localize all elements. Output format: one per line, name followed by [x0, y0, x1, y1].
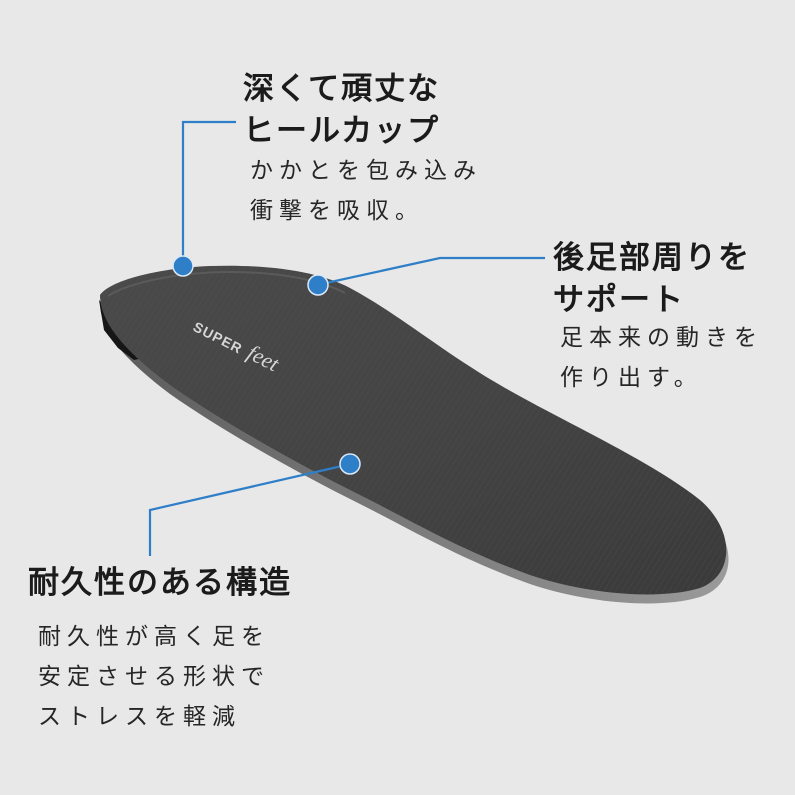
callout-heel-cup-title: 深くて頑丈な ヒールカップ — [243, 68, 440, 152]
callout-rearfoot-title: 後足部周りを サポート — [553, 237, 751, 321]
marker-dot-rearfoot — [307, 274, 329, 296]
callout-rearfoot-title-line: 後足部周りを — [553, 240, 751, 276]
callout-rearfoot-title-line: サポート — [553, 282, 685, 318]
leader-line-structure — [148, 464, 343, 556]
callout-heel-cup-description: かかとを包み込み 衝撃を吸収。 — [250, 151, 482, 231]
callout-structure-title-line: 耐久性のある構造 — [28, 565, 292, 601]
leader-line-rearfoot — [325, 256, 545, 285]
callout-structure-description: 耐久性が高く足を 安定させる形状で ストレスを軽減 — [38, 617, 270, 737]
callout-heel-cup-title-line: 深くて頑丈な — [243, 71, 441, 107]
callout-structure-title: 耐久性のある構造 — [28, 562, 292, 604]
callout-rearfoot-description-line: 足本来の動きを — [560, 325, 763, 351]
callout-heel-cup-title-line: ヒールカップ — [243, 113, 441, 149]
callout-structure-description-line: 耐久性が高く足を — [38, 624, 270, 650]
callout-heel-cup-description-line: かかとを包み込み — [250, 158, 482, 184]
insole-texture — [100, 265, 727, 595]
callout-rearfoot-description-line: 作り出す。 — [560, 365, 703, 391]
callout-structure-description-line: ストレスを軽減 — [38, 704, 241, 730]
callout-rearfoot-description: 足本来の動きを 作り出す。 — [560, 318, 763, 398]
leader-line-heel-cup — [181, 120, 236, 256]
callout-structure-description-line: 安定させる形状で — [38, 664, 270, 690]
callout-heel-cup-description-line: 衝撃を吸収。 — [250, 198, 424, 224]
marker-dot-heel-cup — [172, 255, 194, 277]
marker-dot-structure — [339, 453, 361, 475]
